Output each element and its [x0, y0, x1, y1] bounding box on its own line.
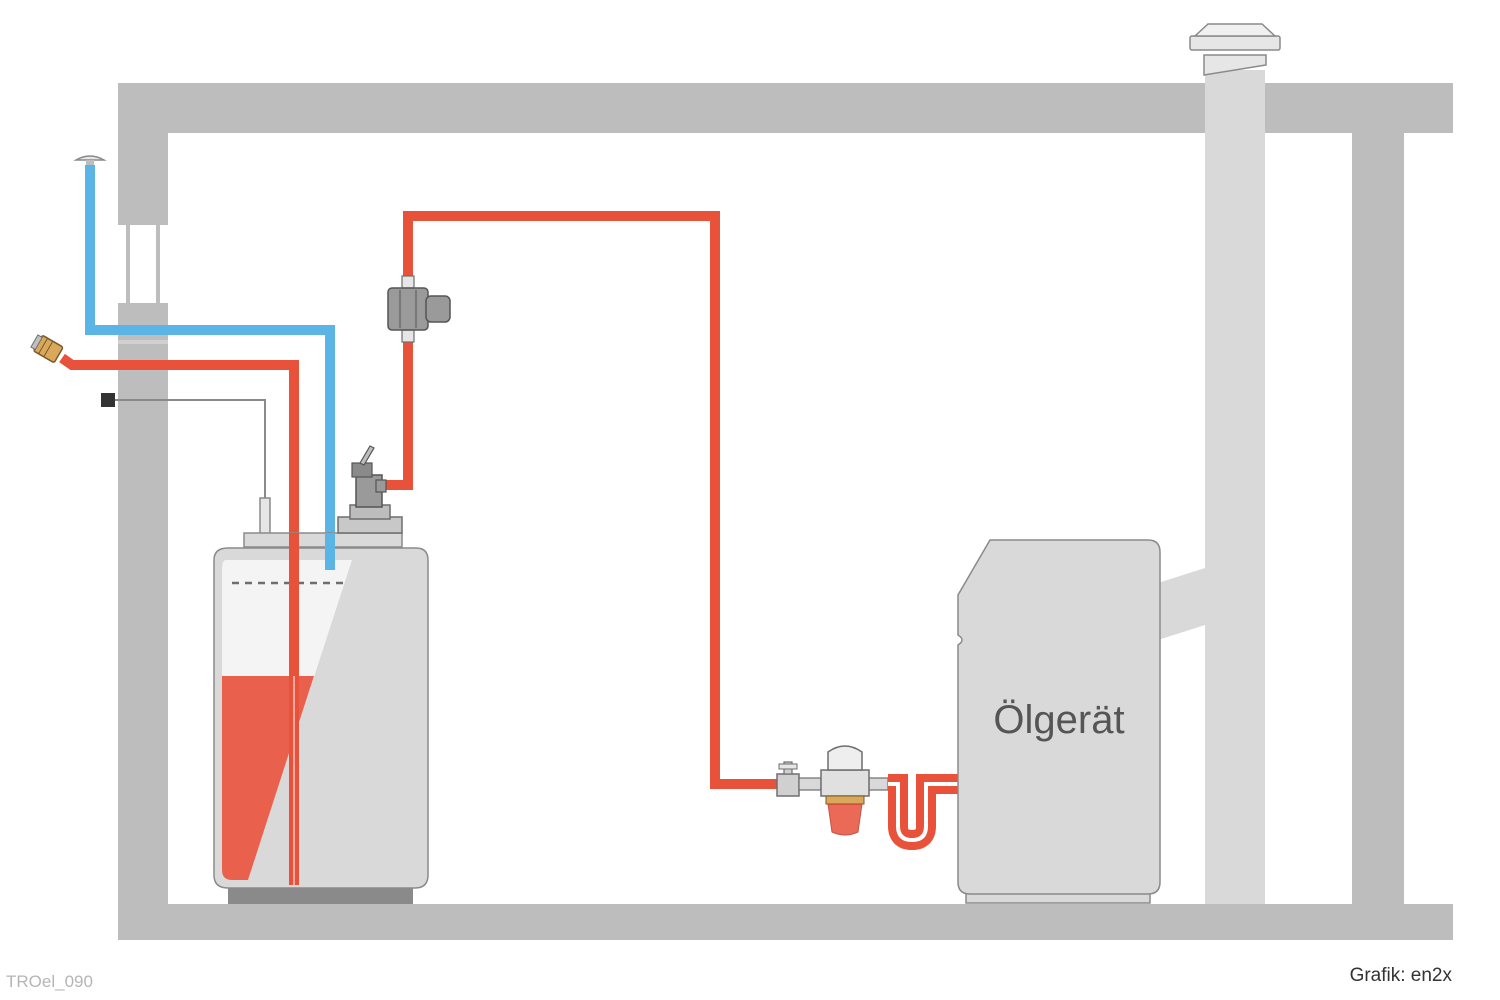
oil-appliance: Ölgerät [957, 539, 1161, 904]
left-wall-upper [118, 83, 168, 225]
level-sensor-plug-icon [101, 393, 115, 407]
chimney [1158, 23, 1281, 904]
floor-wall [118, 904, 1453, 940]
appliance-body [957, 539, 1161, 895]
vent-line [73, 155, 335, 570]
supply-line [382, 211, 785, 789]
oil-tank [213, 532, 429, 904]
flue-pipe [1158, 568, 1205, 640]
chimney-cap-icon [1189, 23, 1281, 76]
wall-window [118, 225, 168, 344]
right-wall [1352, 83, 1404, 940]
tank-lid [243, 532, 403, 548]
fill-coupling-icon [30, 334, 64, 363]
chimney-stack [1205, 70, 1265, 904]
building-walls [118, 83, 1453, 940]
shutoff-valve-icon [776, 761, 800, 797]
graphic-credit: Grafik: en2x [1349, 965, 1452, 986]
flex-hose [888, 774, 958, 851]
vent-cap-icon [73, 155, 107, 165]
figure-reference: TROel_090 [6, 972, 93, 991]
oil-filter-icon [798, 745, 889, 836]
anti-siphon-valve-icon [387, 275, 451, 343]
tank-base [228, 885, 413, 904]
left-wall-lower [118, 303, 168, 940]
appliance-label: Ölgerät [993, 698, 1124, 742]
pump-valve-icon [337, 445, 403, 534]
